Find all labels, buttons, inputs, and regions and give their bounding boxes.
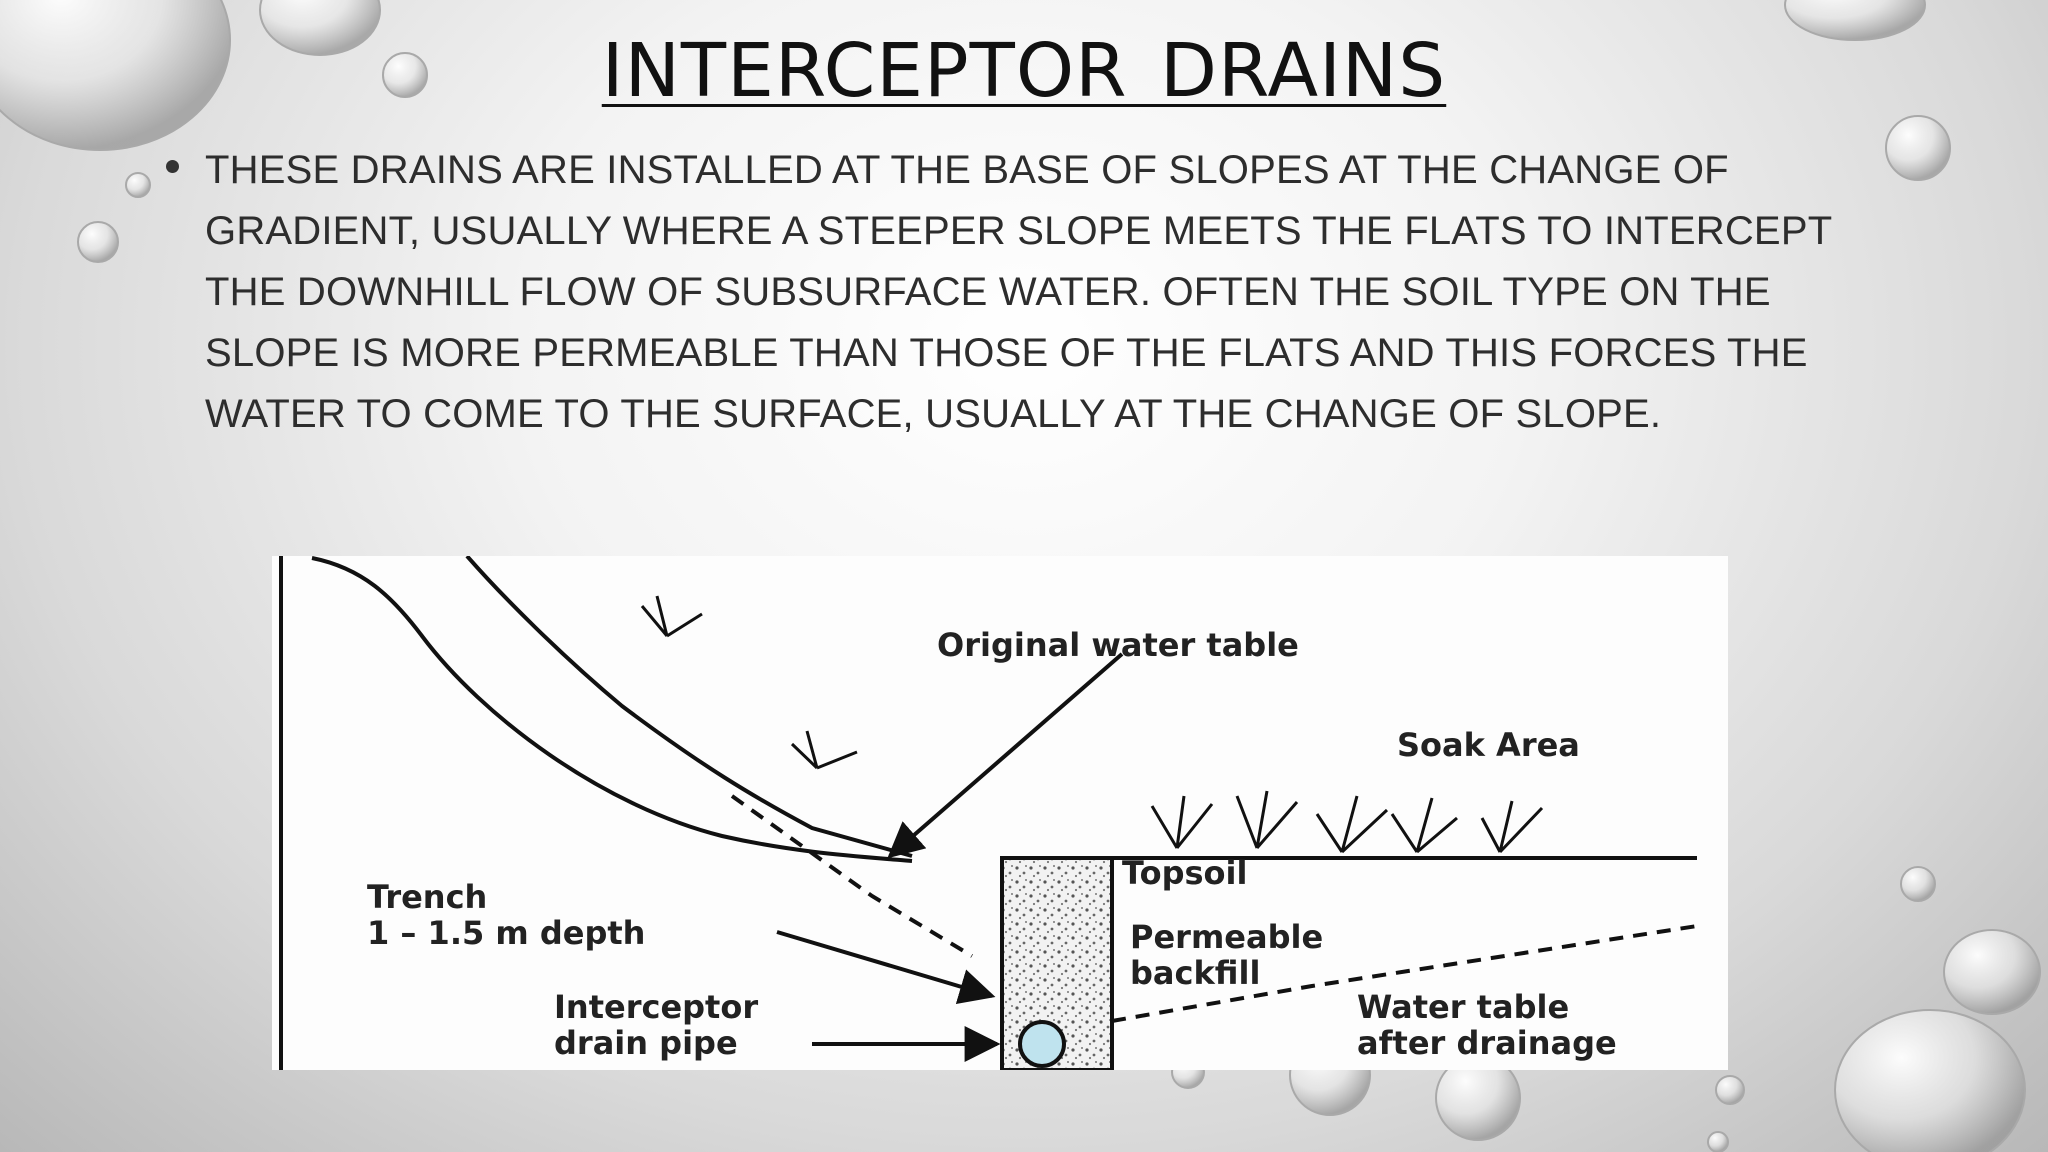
soak-area-plants xyxy=(1150,790,1544,854)
water-table-after-line xyxy=(1111,924,1698,1023)
label-original-water-table: Original water table xyxy=(937,626,1299,664)
label-backfill: backfill xyxy=(1130,954,1260,992)
label-permeable: Permeable xyxy=(1130,918,1323,956)
dashed-slope-line xyxy=(730,794,974,958)
slide-title-text: INTERCEPTOR DRAINS xyxy=(601,28,1447,114)
label-trench: Trench xyxy=(367,878,487,916)
label-topsoil: Topsoil xyxy=(1122,854,1247,892)
slope-flow-arrows xyxy=(640,595,858,770)
ground-surface-line xyxy=(311,556,913,863)
bullet-marker xyxy=(166,160,179,173)
label-interceptor: Interceptor xyxy=(554,988,758,1026)
label-trench-depth: 1 – 1.5 m depth xyxy=(367,914,645,952)
interceptor-drain-diagram: Original water table Soak Area Topsoil T… xyxy=(272,556,1728,1070)
slide-title: INTERCEPTOR DRAINS xyxy=(0,28,2048,114)
bullet-text: THESE DRAINS ARE INSTALLED AT THE BASE O… xyxy=(205,148,1832,436)
label-soak-area: Soak Area xyxy=(1397,726,1580,764)
label-after-drainage: after drainage xyxy=(1357,1024,1617,1062)
drain-pipe xyxy=(1018,1020,1066,1068)
trench-arrow xyxy=(776,930,996,1005)
label-drain-pipe: drain pipe xyxy=(554,1024,738,1062)
original-water-table-line xyxy=(465,556,913,858)
original-water-table-arrow xyxy=(887,652,1124,859)
bullet-list: THESE DRAINS ARE INSTALLED AT THE BASE O… xyxy=(160,140,1840,445)
diagram-svg: Original water table Soak Area Topsoil T… xyxy=(279,556,1698,1070)
label-water-table: Water table xyxy=(1357,988,1569,1026)
